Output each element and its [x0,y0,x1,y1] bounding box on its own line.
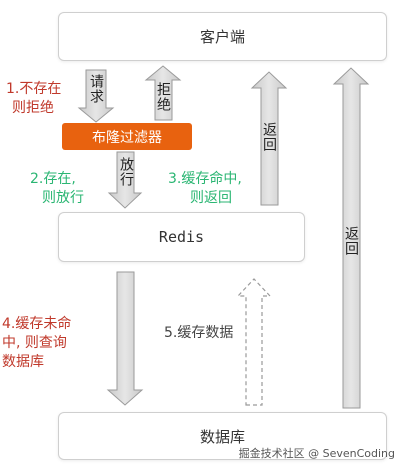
step-1-text: 1.不存在 则拒绝 [6,81,62,116]
bloom-filter-node: 布隆过滤器 [62,123,192,150]
pass-label: 放行 [118,157,134,187]
client-node: 客户端 [58,12,387,61]
return-redis-arrow [250,71,288,206]
request-arrow [77,69,115,123]
reject-arrow [144,65,182,121]
watermark: 掘金技术社区 @ SevenCoding [238,447,395,460]
return-label-2: 返回 [343,226,359,256]
database-node: 数据库 [58,412,387,460]
step-5-text: 5.缓存数据 [164,325,234,341]
bloom-filter-label: 布隆过滤器 [92,129,162,146]
request-label: 请求 [88,74,104,104]
return-label-1: 返回 [261,122,277,152]
pass-arrow [107,151,143,209]
query-db-arrow [106,271,144,406]
step-3-text: 3.缓存命中, 则返回 [168,171,242,206]
redis-label: Redis [158,228,205,246]
cache-data-arrow [236,278,272,406]
client-label: 客户端 [199,28,245,46]
redis-node: Redis [58,212,305,262]
step-4-text: 4.缓存未命 中, 则查询 数据库 [2,316,72,370]
step-2-text: 2.存在, 则放行 [30,171,84,206]
return-db-arrow [332,67,370,409]
reject-label: 拒绝 [155,82,171,112]
database-label: 数据库 [199,427,245,446]
